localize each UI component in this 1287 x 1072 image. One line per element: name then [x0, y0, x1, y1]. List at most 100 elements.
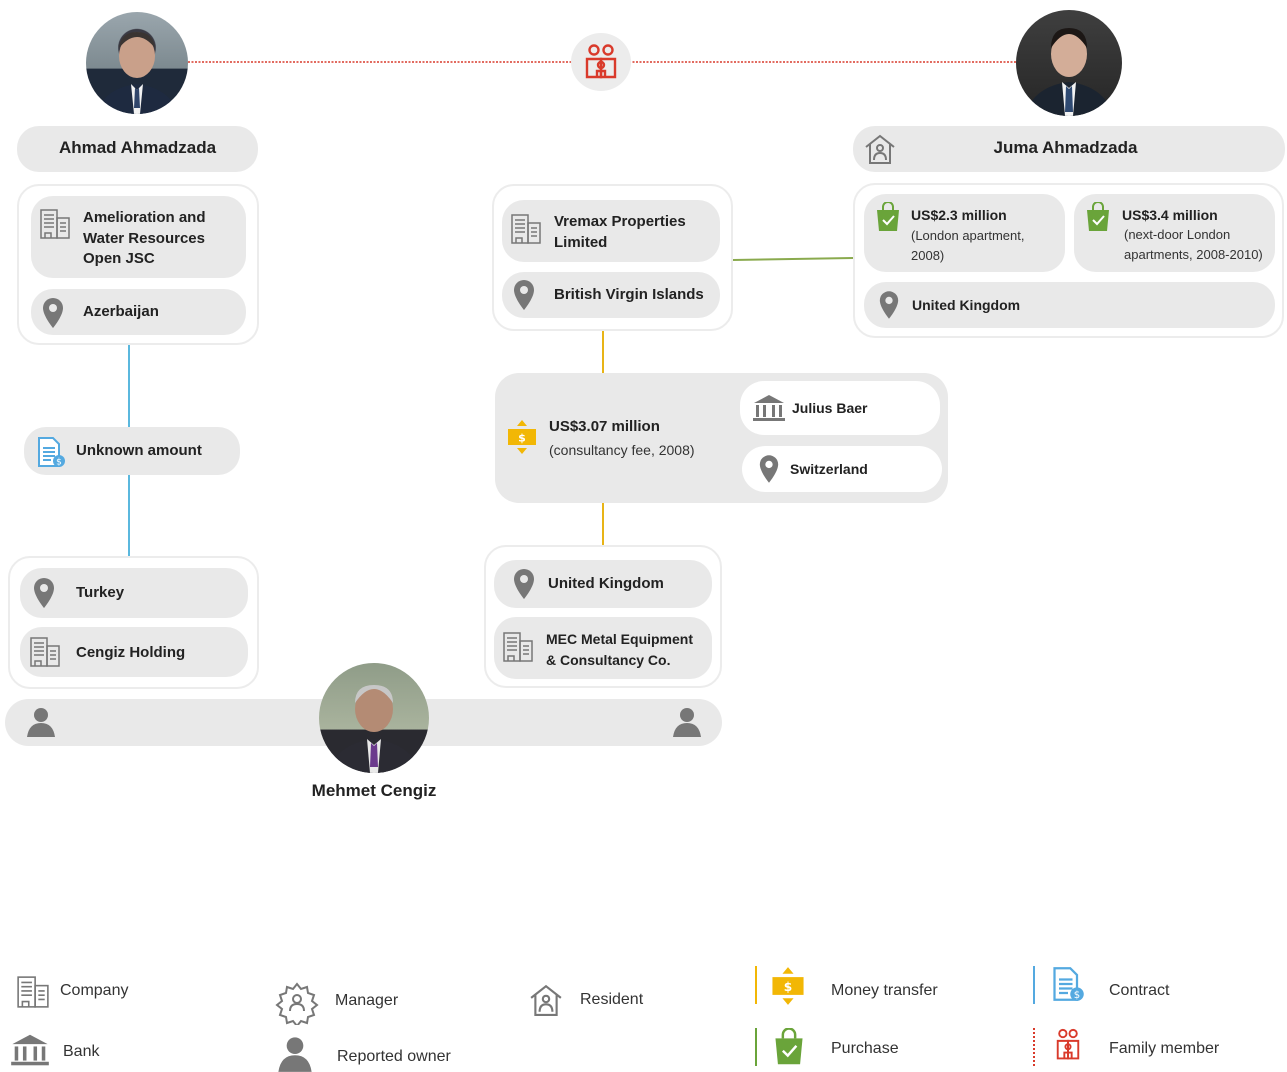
mehmet-name: Mehmet Cengiz — [311, 781, 437, 800]
money-transfer-icon: $ — [508, 420, 536, 454]
legend-company: Company — [60, 982, 129, 999]
vremax-card: Vremax Properties Limited British Virgin… — [492, 184, 733, 331]
purchase-2-desc-1: (next-door London — [1124, 227, 1231, 242]
vremax-country-pill: British Virgin Islands — [502, 272, 720, 318]
contract-line-sample — [1033, 966, 1035, 1004]
location-pin-icon — [759, 455, 779, 483]
purchase-icon — [775, 1028, 803, 1065]
vremax-company-pill: Vremax Properties Limited — [502, 200, 720, 262]
company-icon — [40, 209, 70, 239]
company-icon — [30, 637, 60, 667]
company-icon — [17, 976, 49, 1008]
location-pin-icon — [879, 291, 899, 319]
purchase-1-pill: US$2.3 million (London apartment, 2008) — [864, 194, 1065, 272]
resident-icon — [530, 984, 562, 1016]
mec-name-1: MEC Metal Equipment — [546, 631, 694, 647]
purchase-1-amount: US$2.3 million — [911, 207, 1007, 223]
vremax-name-1: Vremax Properties — [554, 213, 686, 230]
turkey-pill: Turkey — [20, 568, 248, 618]
ahmad-name: Ahmad Ahmadzada — [58, 138, 217, 157]
legend-family-member: Family member — [1109, 1040, 1220, 1057]
company-icon — [503, 632, 533, 662]
location-pin-icon — [514, 280, 534, 310]
svg-text:$: $ — [1074, 990, 1080, 1001]
location-pin-icon — [43, 298, 63, 328]
mec-country: United Kingdom — [548, 575, 664, 592]
juma-country: United Kingdom — [912, 297, 1021, 313]
purchase-2-amount: US$3.4 million — [1122, 207, 1218, 223]
legend: Company Bank Manager Reported owner Resi… — [0, 960, 1287, 1072]
mehmet-photo — [319, 663, 429, 773]
legend-manager: Manager — [335, 992, 399, 1009]
contract-icon: $ — [38, 437, 65, 468]
legend-contract: Contract — [1109, 982, 1170, 999]
svg-text:$: $ — [784, 980, 793, 994]
bank-name: Julius Baer — [792, 400, 868, 416]
contract-icon: $ — [1053, 967, 1084, 1001]
money-transfer-line-sample — [755, 966, 757, 1004]
bank-pill: Julius Baer — [740, 381, 940, 435]
money-transfer-icon: $ — [772, 967, 804, 1005]
family-member-icon — [585, 44, 617, 79]
ahmad-country: Azerbaijan — [83, 303, 159, 320]
ahmad-company-card: Amelioration and Water Resources Open JS… — [17, 184, 259, 345]
vremax-country: British Virgin Islands — [554, 286, 704, 303]
svg-text:$: $ — [56, 458, 62, 468]
family-line-sample — [1033, 1028, 1035, 1066]
vremax-name-2: Limited — [554, 234, 608, 251]
manager-icon — [275, 982, 319, 1025]
transfer-description: (consultancy fee, 2008) — [549, 442, 695, 458]
transfer-amount: US$3.07 million — [549, 418, 660, 435]
ahmad-company-pill: Amelioration and Water Resources Open JS… — [31, 196, 246, 278]
legend-resident: Resident — [580, 991, 644, 1008]
mec-card: United Kingdom MEC Metal Equipment & Con… — [484, 545, 722, 688]
bank-icon — [753, 395, 785, 421]
reported-owner-icon — [673, 708, 701, 737]
purchase-2-desc-2: apartments, 2008-2010) — [1124, 247, 1263, 262]
mec-name-2: & Consultancy Co. — [546, 652, 671, 668]
cengiz-company: Cengiz Holding — [76, 644, 186, 661]
family-member-badge — [571, 33, 631, 91]
ahmad-company-name-2: Water Resources — [83, 230, 205, 247]
unknown-amount-label: Unknown amount — [76, 442, 202, 459]
bank-country: Switzerland — [790, 461, 868, 477]
juma-name: Juma Ahmadzada — [993, 138, 1138, 157]
purchase-line-sample — [755, 1028, 757, 1066]
reported-owner-icon — [27, 708, 55, 737]
unknown-amount-pill: $ Unknown amount — [24, 427, 240, 475]
location-pin-icon — [34, 578, 54, 608]
juma-name-pill: Juma Ahmadzada — [853, 126, 1285, 172]
ahmad-company-name-3: Open JSC — [83, 250, 155, 267]
ahmad-company-name-1: Amelioration and — [83, 209, 206, 226]
mec-company-pill: MEC Metal Equipment & Consultancy Co. — [494, 617, 712, 679]
vremax-to-juma-line — [732, 257, 854, 261]
ahmad-photo — [86, 12, 188, 114]
bank-icon — [11, 1034, 49, 1066]
resident-icon — [865, 134, 895, 164]
family-member-icon — [1056, 1028, 1080, 1060]
juma-assets-card: US$2.3 million (London apartment, 2008) … — [853, 183, 1284, 338]
ahmad-name-pill: Ahmad Ahmadzada — [17, 126, 258, 172]
company-icon — [511, 214, 541, 244]
legend-bank: Bank — [63, 1043, 100, 1060]
purchase-2-pill: US$3.4 million (next-door London apartme… — [1074, 194, 1275, 272]
mec-country-pill: United Kingdom — [494, 560, 712, 608]
juma-photo — [1016, 10, 1122, 116]
transfer-card: $ US$3.07 million (consultancy fee, 2008… — [495, 373, 948, 503]
cengiz-country: Turkey — [76, 584, 125, 601]
bank-country-pill: Switzerland — [742, 446, 942, 492]
legend-purchase: Purchase — [831, 1040, 899, 1057]
purchase-icon — [1087, 202, 1109, 231]
cengiz-holding-pill: Cengiz Holding — [20, 627, 248, 677]
cengiz-card: Turkey Cengiz Holding — [8, 556, 259, 689]
legend-money-transfer: Money transfer — [831, 982, 938, 999]
reported-owner-icon — [278, 1037, 312, 1072]
legend-reported-owner: Reported owner — [337, 1048, 451, 1065]
juma-country-pill: United Kingdom — [864, 282, 1275, 328]
purchase-1-desc-1: (London apartment, — [911, 228, 1025, 243]
location-pin-icon — [514, 569, 534, 599]
ahmad-country-pill: Azerbaijan — [31, 289, 246, 335]
purchase-1-desc-2: 2008) — [911, 248, 945, 263]
purchase-icon — [877, 202, 899, 231]
svg-text:$: $ — [518, 432, 526, 445]
